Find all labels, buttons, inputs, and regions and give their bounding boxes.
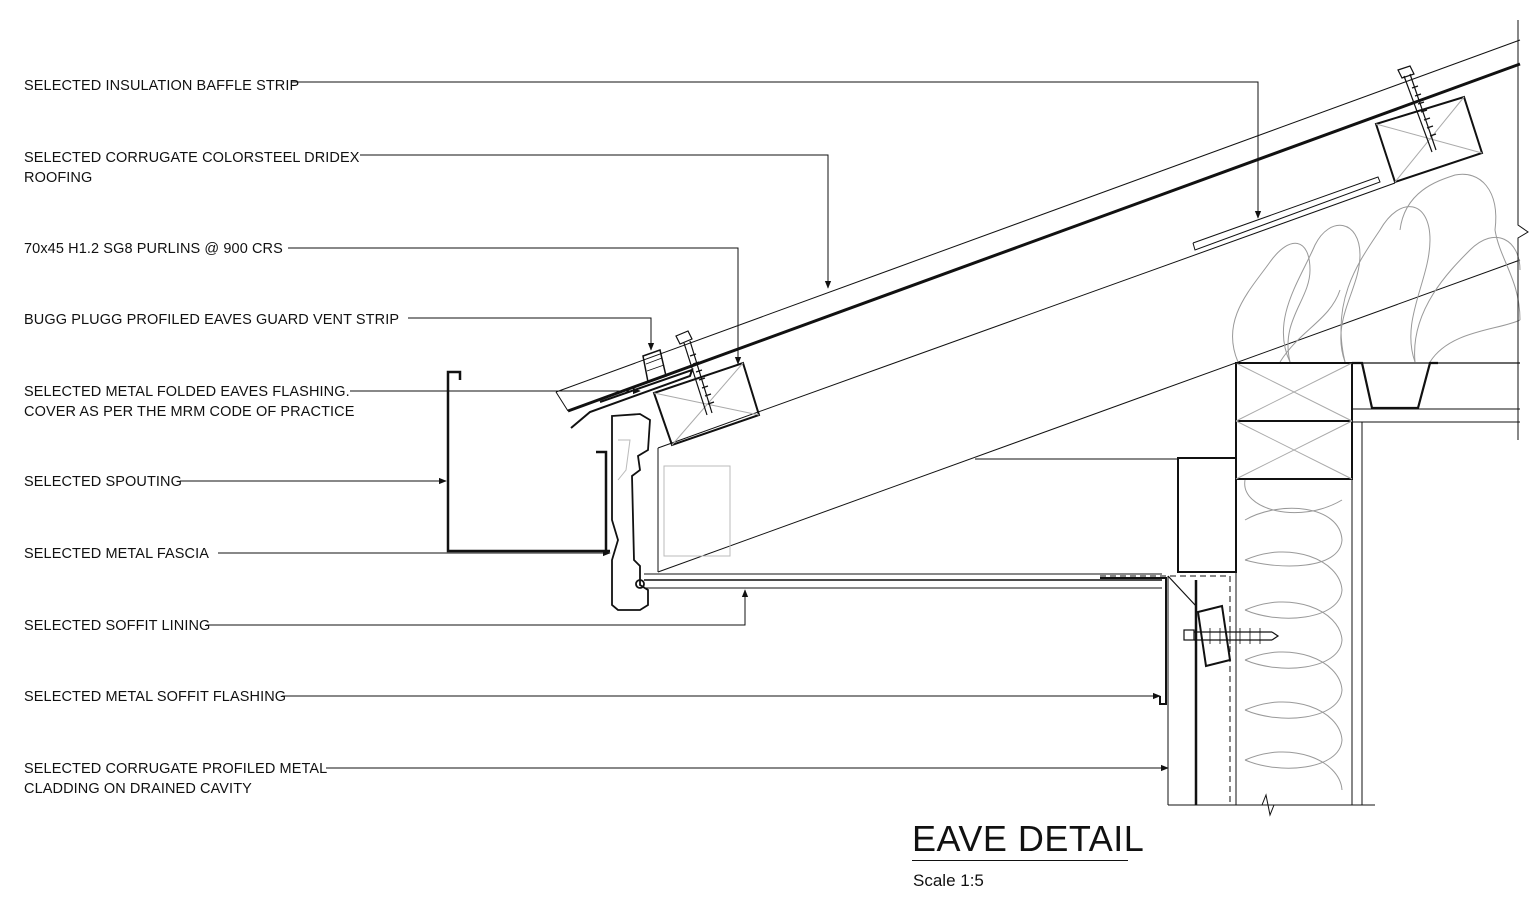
label-text: SELECTED METAL SOFFIT FLASHING xyxy=(24,689,287,705)
spouting xyxy=(446,370,610,553)
label-vent-strip: BUGG PLUGG PROFILED EAVES GUARD VENT STR… xyxy=(24,310,399,330)
bottom-break xyxy=(1261,793,1275,817)
label-roofing: SELECTED CORRUGATE COLORSTEEL DRIDEX ROO… xyxy=(24,148,360,188)
wall-insulation xyxy=(1244,479,1343,791)
label-text: SELECTED SPOUTING xyxy=(24,474,183,490)
label-cladding: SELECTED CORRUGATE PROFILED METAL CLADDI… xyxy=(24,759,327,799)
soffit-lining xyxy=(644,573,1162,589)
wall-frame xyxy=(1168,422,1375,806)
leader-purlins xyxy=(288,247,742,365)
roofing-sheet xyxy=(555,39,1521,413)
vent-strip xyxy=(642,349,667,383)
eave-screw xyxy=(675,330,715,416)
leader-soffit-lining xyxy=(206,589,749,626)
fascia xyxy=(611,413,651,611)
label-text: SELECTED CORRUGATE PROFILED METAL xyxy=(24,761,328,777)
label-text: SELECTED CORRUGATE COLORSTEEL DRIDEX xyxy=(24,150,360,166)
leader-insulation-baffle xyxy=(292,81,1262,219)
title-underline xyxy=(912,860,1128,861)
top-plates xyxy=(1235,362,1353,480)
drawing-scale: Scale 1:5 xyxy=(913,871,984,890)
leader-vent-strip xyxy=(408,317,655,351)
upper-screw xyxy=(1397,65,1437,153)
eave-purlin xyxy=(652,361,761,447)
label-purlins: 70x45 H1.2 SG8 PURLINS @ 900 CRS xyxy=(24,239,283,259)
upper-purlin xyxy=(1374,95,1484,184)
rafter xyxy=(657,182,1521,573)
eaves-flashing xyxy=(570,368,694,429)
wall-fixing xyxy=(1183,604,1280,668)
leader-roofing xyxy=(360,154,832,289)
label-insulation-baffle: SELECTED INSULATION BAFFLE STRIP xyxy=(24,76,299,96)
drawing-title: EAVE DETAIL xyxy=(912,818,1145,859)
insulation-baffle-strip xyxy=(1192,176,1381,251)
label-text: SELECTED INSULATION BAFFLE STRIP xyxy=(24,78,300,94)
wall-beam xyxy=(1177,457,1237,573)
label-soffit-lining: SELECTED SOFFIT LINING xyxy=(24,616,210,636)
label-text: SELECTED METAL FOLDED EAVES FLASHING. xyxy=(24,384,350,400)
break-line xyxy=(1517,20,1529,440)
label-text: CLADDING ON DRAINED CAVITY xyxy=(24,781,252,797)
label-soffit-flashing: SELECTED METAL SOFFIT FLASHING xyxy=(24,687,286,707)
label-eaves-flashing: SELECTED METAL FOLDED EAVES FLASHING. CO… xyxy=(24,382,355,422)
label-text: SELECTED METAL FASCIA xyxy=(24,546,210,562)
label-text: SELECTED SOFFIT LINING xyxy=(24,618,211,634)
label-text: BUGG PLUGG PROFILED EAVES GUARD VENT STR… xyxy=(24,312,400,328)
label-text: ROOFING xyxy=(24,170,93,186)
label-fascia: SELECTED METAL FASCIA xyxy=(24,544,209,564)
label-text: COVER AS PER THE MRM CODE OF PRACTICE xyxy=(24,404,355,420)
soffit-block xyxy=(663,465,731,557)
leader-lines xyxy=(180,81,1262,772)
roof-insulation xyxy=(1232,173,1521,363)
label-text: 70x45 H1.2 SG8 PURLINS @ 900 CRS xyxy=(24,241,283,257)
ceiling-batten xyxy=(1236,361,1520,423)
soffit-flashing xyxy=(1100,577,1167,705)
label-spouting: SELECTED SPOUTING xyxy=(24,472,182,492)
